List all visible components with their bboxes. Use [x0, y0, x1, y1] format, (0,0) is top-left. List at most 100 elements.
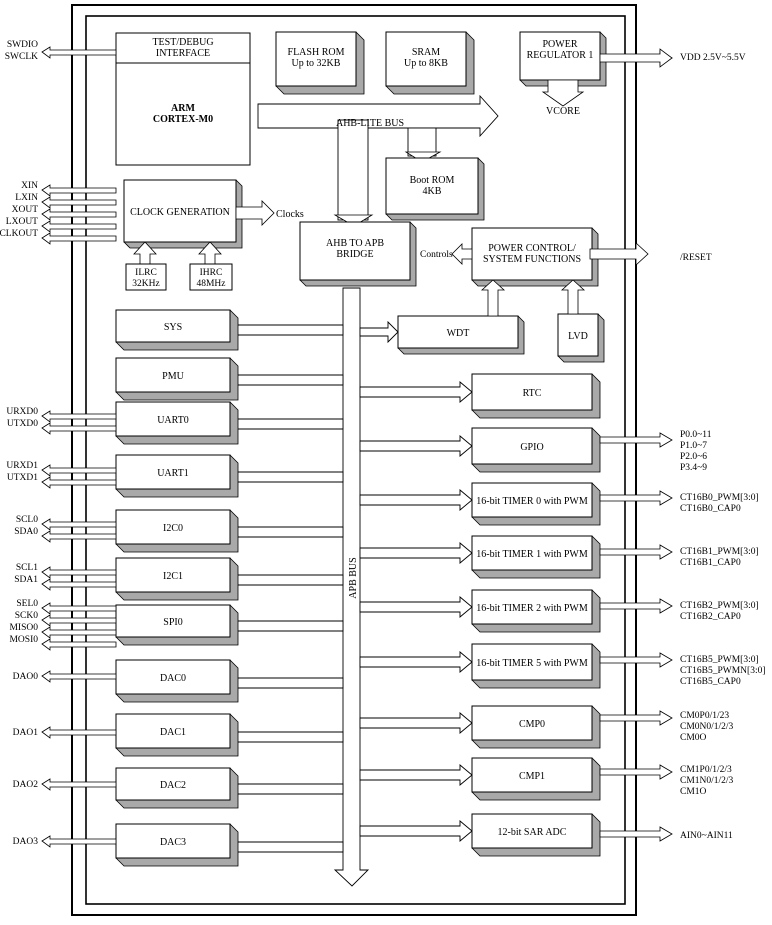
ahb-lite-bus-label: AHB-LITE BUS [336, 118, 404, 129]
lvd: LVD [557, 279, 605, 363]
right-pin-label: AIN0~AIN11 [680, 831, 733, 841]
right-pin-label: CT16B5_PWM[3:0]CT16B5_PWMN[3:0]CT16B5_CA… [680, 655, 766, 687]
left-peripheral-label: DAC3 [160, 837, 186, 848]
right-peripheral-label: 12-bit SAR ADC [498, 827, 567, 838]
vcore-label: VCORE [546, 106, 580, 117]
left-peripherals: SYS PMU UART0UART1I2C0I2C1SPI0DAC0DAC1DAC2… [115, 309, 344, 867]
right-peripheral: RTC [359, 373, 601, 419]
chip-outline [71, 4, 637, 916]
right-pin-label: VDD 2.5V~5.5V [680, 53, 746, 63]
left-peripheral: PMU [115, 357, 344, 401]
left-peripheral: DAC2 [115, 767, 344, 809]
right-peripheral-label: RTC [523, 388, 542, 399]
left-peripheral: I2C1 [115, 557, 344, 601]
left-pin-label: DAO3 [13, 837, 39, 847]
left-peripheral-label: SPI0 [163, 617, 182, 628]
right-pin-label: CT16B1_PWM[3:0]CT16B1_CAP0 [680, 547, 759, 568]
left-peripheral-label: I2C0 [163, 523, 183, 534]
right-peripheral: 16-bit TIMER 2 with PWM [359, 589, 601, 633]
left-peripheral: SYS [115, 309, 344, 351]
left-peripheral-label: I2C1 [163, 571, 183, 582]
left-pin-group: DAO0 [13, 670, 117, 683]
right-peripheral-label: 16-bit TIMER 2 with PWM [476, 603, 588, 614]
lvd-label: LVD [568, 331, 588, 342]
power-control: POWER CONTROL/SYSTEM FUNCTIONS Controls [420, 227, 649, 287]
wdt-label: WDT [447, 328, 470, 339]
apb-bus-label: APB BUS [348, 557, 359, 598]
left-pin-group: DAO2 [13, 778, 117, 791]
left-peripheral: DAC3 [115, 823, 344, 867]
left-pin-group: DAO1 [13, 726, 117, 739]
clocks-label: Clocks [276, 209, 304, 220]
right-peripheral: 16-bit TIMER 5 with PWM [359, 643, 601, 689]
controls-label: Controls [420, 250, 453, 260]
left-peripheral: DAC0 [115, 659, 344, 703]
left-pin-label: DAO2 [13, 780, 39, 790]
right-pin-group: CT16B5_PWM[3:0]CT16B5_PWMN[3:0]CT16B5_CA… [599, 652, 766, 687]
right-peripheral-label: GPIO [520, 442, 543, 453]
clock-generation: CLOCK GENERATION Clocks [123, 179, 304, 265]
right-peripheral: 12-bit SAR ADC [359, 813, 601, 857]
right-peripheral: GPIO [359, 427, 601, 473]
right-pin-group: AIN0~AIN11 [599, 826, 733, 842]
right-pin-label: CT16B2_PWM[3:0]CT16B2_CAP0 [680, 601, 759, 622]
left-peripheral-label: UART0 [157, 415, 189, 426]
left-peripheral-label: DAC1 [160, 727, 186, 738]
left-peripheral-label: SYS [164, 322, 182, 333]
right-peripheral: 16-bit TIMER 0 with PWM [359, 482, 601, 526]
right-peripheral: CMP0 [359, 705, 601, 749]
clock-generation-label: CLOCK GENERATION [130, 207, 230, 218]
left-pin-label: DAO1 [13, 728, 39, 738]
left-peripheral-label: UART1 [157, 468, 189, 479]
right-peripherals: RTC GPIO 16-bit TIMER 0 with PWM 16-bit TIM… [359, 320, 601, 857]
left-peripheral: SPI0 [115, 604, 344, 646]
left-peripheral: UART0 [115, 401, 344, 445]
right-pin-group: CT16B1_PWM[3:0]CT16B1_CAP0 [599, 544, 759, 568]
right-peripheral-label: CMP0 [519, 719, 545, 730]
left-peripheral: DAC1 [115, 713, 344, 757]
right-pin-label: CT16B0_PWM[3:0]CT16B0_CAP0 [680, 493, 759, 514]
right-peripheral: 16-bit TIMER 1 with PWM [359, 535, 601, 579]
right-pin-group: CT16B2_PWM[3:0]CT16B2_CAP0 [599, 598, 759, 622]
left-pin-label: DAO0 [13, 672, 39, 682]
right-pin-group: CT16B0_PWM[3:0]CT16B0_CAP0 [599, 490, 759, 514]
power-control-label: POWER CONTROL/SYSTEM FUNCTIONS [483, 243, 581, 265]
